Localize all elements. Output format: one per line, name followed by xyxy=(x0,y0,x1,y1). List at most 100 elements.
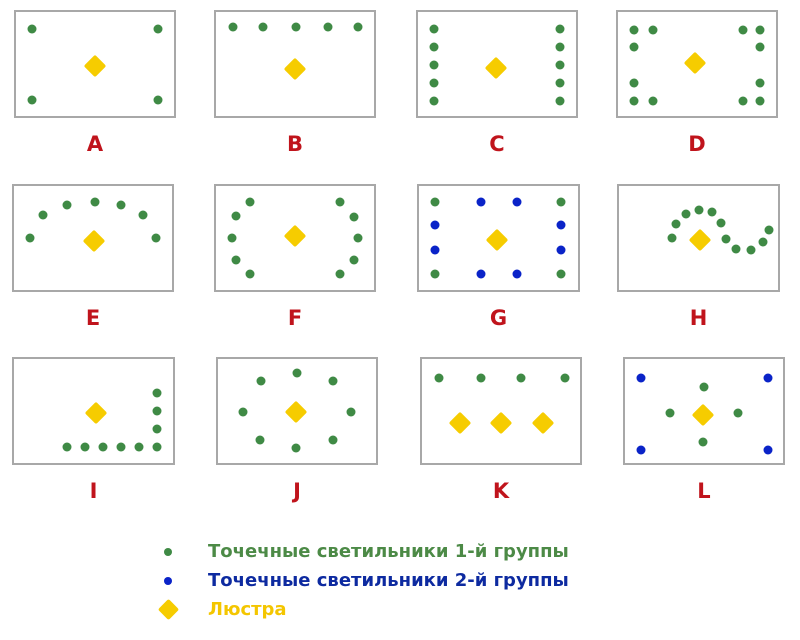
group1-spotlight-icon xyxy=(98,442,108,452)
group1-spotlight-icon xyxy=(671,219,681,229)
green-dot-icon xyxy=(164,547,172,556)
group1-spotlight-icon xyxy=(629,96,639,106)
group2-spotlight-icon xyxy=(636,373,646,383)
group1-spotlight-icon xyxy=(152,442,162,452)
group1-spotlight-icon xyxy=(153,95,163,105)
blue-dot-icon xyxy=(164,576,172,585)
group1-spotlight-icon xyxy=(116,442,126,452)
group2-spotlight-icon xyxy=(763,373,773,383)
group1-spotlight-icon xyxy=(138,210,148,220)
group1-spotlight-icon xyxy=(429,24,439,34)
diamond-icon xyxy=(157,598,179,621)
group1-spotlight-icon xyxy=(62,200,72,210)
panel-label: E xyxy=(85,306,101,330)
group1-spotlight-icon xyxy=(116,200,126,210)
group1-spotlight-icon xyxy=(556,197,566,207)
group2-spotlight-icon xyxy=(476,269,486,279)
panel-label: L xyxy=(697,479,711,503)
group1-spotlight-icon xyxy=(291,443,301,453)
group1-spotlight-icon xyxy=(698,437,708,447)
panel-label: G xyxy=(489,306,508,330)
panel-label: I xyxy=(89,479,98,503)
panel-label: F xyxy=(287,306,303,330)
group1-spotlight-icon xyxy=(429,96,439,106)
group1-spotlight-icon xyxy=(27,24,37,34)
group1-spotlight-icon xyxy=(323,22,333,32)
group1-spotlight-icon xyxy=(134,442,144,452)
group1-spotlight-icon xyxy=(681,209,691,219)
legend-item-group1: Точечные светильники 1-й группы xyxy=(158,541,569,562)
group1-spotlight-icon xyxy=(245,269,255,279)
group1-spotlight-icon xyxy=(152,388,162,398)
group1-spotlight-icon xyxy=(430,197,440,207)
group1-spotlight-icon xyxy=(758,237,768,247)
group1-spotlight-icon xyxy=(80,442,90,452)
group1-spotlight-icon xyxy=(516,373,526,383)
group1-spotlight-icon xyxy=(227,233,237,243)
group1-spotlight-icon xyxy=(555,60,565,70)
group2-spotlight-icon xyxy=(556,245,566,255)
group1-spotlight-icon xyxy=(555,42,565,52)
group1-spotlight-icon xyxy=(476,373,486,383)
group1-spotlight-icon xyxy=(38,210,48,220)
group1-spotlight-icon xyxy=(353,22,363,32)
group1-spotlight-icon xyxy=(228,22,238,32)
group1-spotlight-icon xyxy=(694,205,704,215)
group1-spotlight-icon xyxy=(555,24,565,34)
panel-label: J xyxy=(293,479,301,503)
group1-spotlight-icon xyxy=(648,96,658,106)
group1-spotlight-icon xyxy=(755,25,765,35)
legend-item-group2: Точечные светильники 2-й группы xyxy=(158,570,569,591)
panel-label: H xyxy=(689,306,708,330)
group1-spotlight-icon xyxy=(152,406,162,416)
group1-spotlight-icon xyxy=(721,234,731,244)
panel-label: B xyxy=(286,132,303,156)
group1-spotlight-icon xyxy=(231,255,241,265)
group2-spotlight-icon xyxy=(556,220,566,230)
group1-spotlight-icon xyxy=(429,60,439,70)
group1-spotlight-icon xyxy=(152,424,162,434)
legend-item-chandelier: Люстра xyxy=(157,598,287,621)
group1-spotlight-icon xyxy=(707,207,717,217)
group1-spotlight-icon xyxy=(629,25,639,35)
legend-text-group1: Точечные светильники 1-й группы xyxy=(208,541,569,562)
group1-spotlight-icon xyxy=(256,376,266,386)
group1-spotlight-icon xyxy=(746,245,756,255)
group1-spotlight-icon xyxy=(353,233,363,243)
group1-spotlight-icon xyxy=(716,218,726,228)
group1-spotlight-icon xyxy=(90,197,100,207)
group1-spotlight-icon xyxy=(755,78,765,88)
group1-spotlight-icon xyxy=(27,95,37,105)
group1-spotlight-icon xyxy=(231,211,241,221)
group1-spotlight-icon xyxy=(151,233,161,243)
group1-spotlight-icon xyxy=(560,373,570,383)
group1-spotlight-icon xyxy=(556,269,566,279)
group1-spotlight-icon xyxy=(699,382,709,392)
group1-spotlight-icon xyxy=(629,42,639,52)
group2-spotlight-icon xyxy=(763,445,773,455)
group1-spotlight-icon xyxy=(349,212,359,222)
layout-panel-k xyxy=(420,357,582,465)
group2-spotlight-icon xyxy=(512,269,522,279)
group2-spotlight-icon xyxy=(636,445,646,455)
group1-spotlight-icon xyxy=(629,78,639,88)
group1-spotlight-icon xyxy=(335,197,345,207)
group1-spotlight-icon xyxy=(291,22,301,32)
group1-spotlight-icon xyxy=(434,373,444,383)
group1-spotlight-icon xyxy=(738,25,748,35)
group1-spotlight-icon xyxy=(349,255,359,265)
group1-spotlight-icon xyxy=(346,407,356,417)
group1-spotlight-icon xyxy=(755,42,765,52)
group1-spotlight-icon xyxy=(733,408,743,418)
group1-spotlight-icon xyxy=(555,96,565,106)
group2-spotlight-icon xyxy=(430,245,440,255)
legend-text-group2: Точечные светильники 2-й группы xyxy=(208,570,569,591)
group1-spotlight-icon xyxy=(665,408,675,418)
group1-spotlight-icon xyxy=(731,244,741,254)
group1-spotlight-icon xyxy=(238,407,248,417)
panel-label: K xyxy=(492,479,510,503)
group1-spotlight-icon xyxy=(335,269,345,279)
group1-spotlight-icon xyxy=(667,233,677,243)
group1-spotlight-icon xyxy=(258,22,268,32)
group1-spotlight-icon xyxy=(62,442,72,452)
